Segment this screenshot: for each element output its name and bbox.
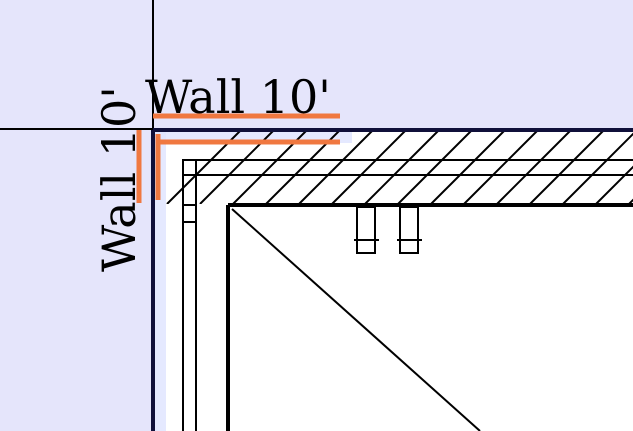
hatch-line: [397, 131, 472, 204]
hatch-line: [529, 131, 604, 204]
corner-post: [182, 159, 197, 206]
hatch-line: [496, 131, 571, 204]
left-wall-label[interactable]: Wall 10': [92, 86, 146, 272]
hatch-line: [562, 132, 633, 204]
top-wall-hatching: [166, 131, 633, 204]
wall-highlight-left: [152, 131, 166, 431]
hatch-line: [331, 131, 406, 204]
wall-fixture-1[interactable]: [354, 206, 379, 254]
door-swing-line: [231, 208, 481, 431]
hatch-line: [298, 131, 373, 204]
top-wall-label[interactable]: Wall 10': [145, 70, 331, 124]
hatch-line: [364, 131, 439, 204]
wall-fixture-2[interactable]: [397, 206, 422, 254]
hatch-line: [463, 131, 538, 204]
hatch-line: [430, 131, 505, 204]
